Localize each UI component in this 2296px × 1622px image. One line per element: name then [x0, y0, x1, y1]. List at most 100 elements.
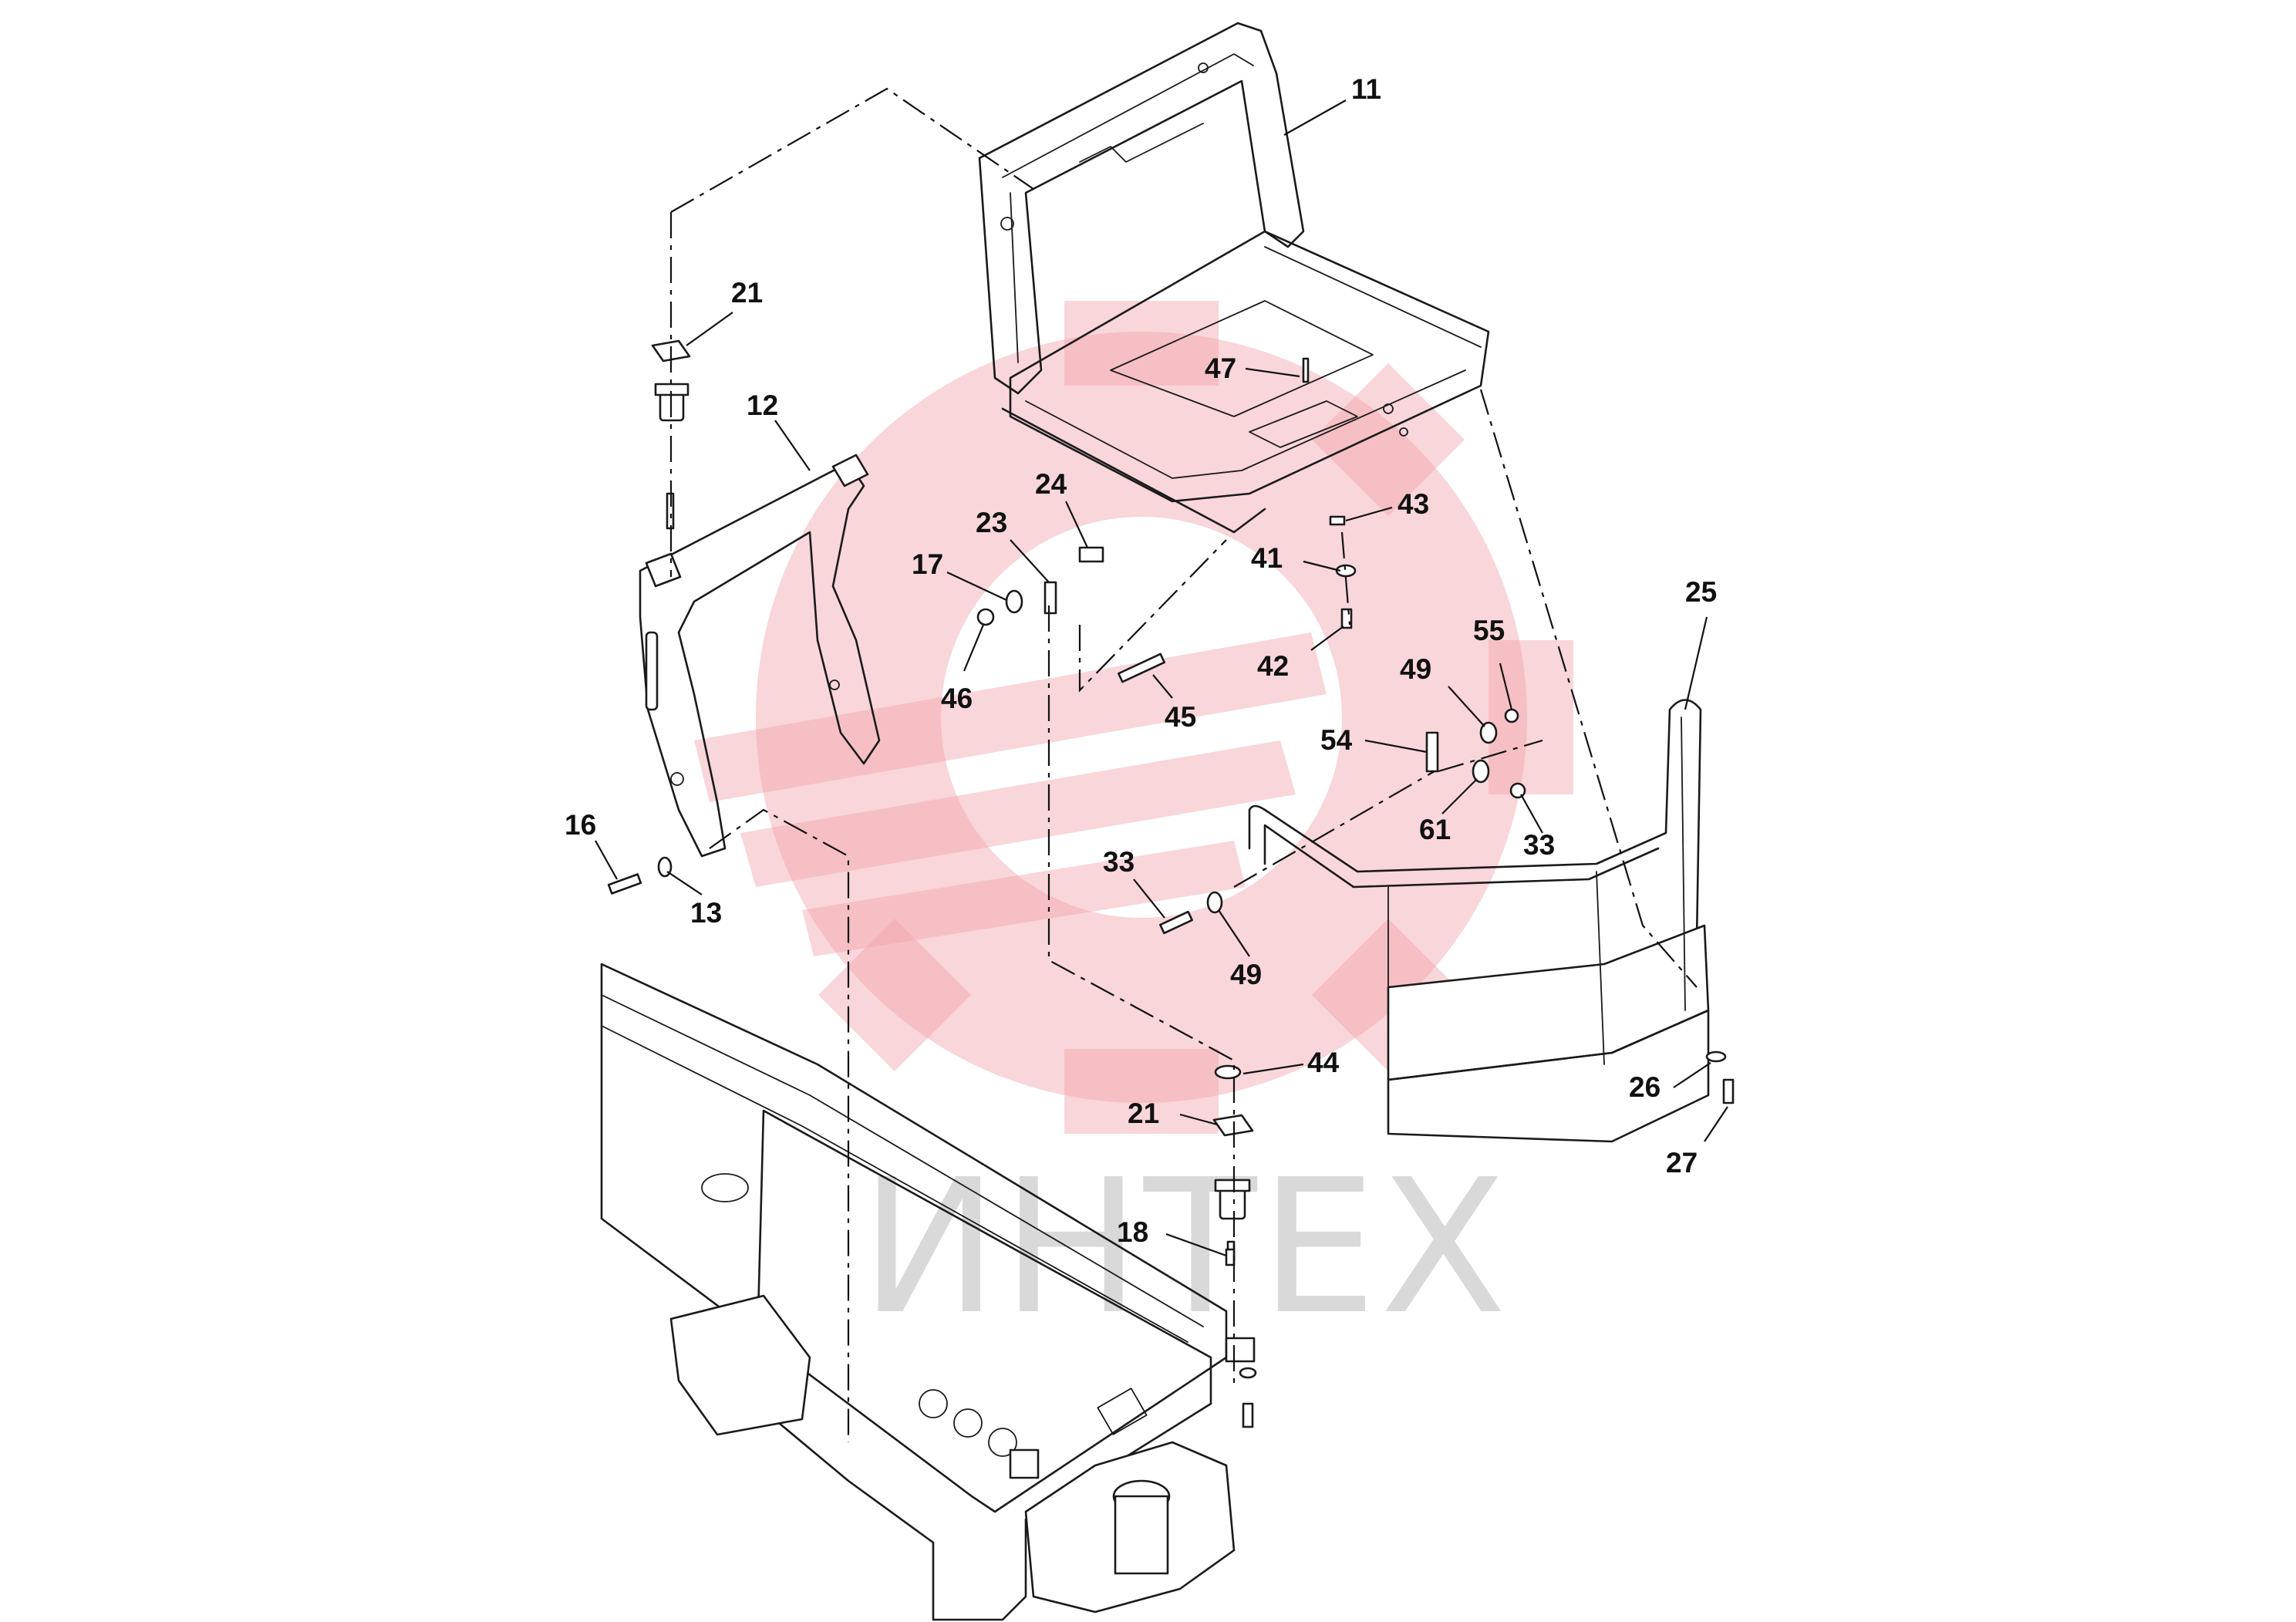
watermark-gear-tooth: [1064, 1049, 1219, 1134]
callout-16: 16: [565, 809, 596, 841]
washer-lower: [1239, 1367, 1257, 1379]
nut-46: [976, 608, 995, 626]
leader-24: [1065, 501, 1088, 548]
watermark-wrench-bar: [740, 740, 1296, 887]
callout-27: 27: [1666, 1147, 1698, 1179]
assembly-line: [709, 808, 850, 1442]
leader-23: [1010, 539, 1050, 583]
frame-arch-inner: [1010, 192, 1019, 363]
bolt-33: [1159, 910, 1193, 935]
leader-27: [1704, 1106, 1728, 1142]
watermark-gear-tooth: [1489, 640, 1573, 794]
callout-18: 18: [1117, 1216, 1148, 1248]
leader-49a: [1448, 686, 1485, 727]
chassis-hole: [988, 1428, 1017, 1457]
callout-47: 47: [1205, 352, 1236, 384]
chassis-side-plate: [754, 1109, 1212, 1621]
bolt-16: [607, 873, 642, 895]
assembly-line: [1233, 771, 1435, 888]
watermark-wrench-bar: [802, 841, 1246, 956]
watermark-gear-hole: [941, 517, 1342, 918]
callout-11: 11: [1351, 73, 1381, 105]
callouts: 11 21 12 47 43 41 42 24 23 17 46 45 49 5…: [565, 73, 1717, 1248]
callout-21: 21: [1128, 1098, 1159, 1129]
watermark-gear-tooth: [1064, 301, 1219, 386]
leader-17: [946, 572, 1007, 601]
bracket-main-arm: [639, 461, 881, 858]
washer-26: [1705, 1050, 1727, 1063]
assembly-line: [1438, 739, 1543, 773]
floor-pan-plate: [1110, 300, 1374, 417]
callout-33: 33: [1103, 846, 1135, 878]
callout-44: 44: [1307, 1047, 1340, 1078]
floor-pan-slot: [1249, 400, 1358, 448]
leader-33b: [1133, 878, 1165, 919]
leader-12: [774, 420, 811, 471]
frame-hole: [1399, 427, 1408, 437]
frame-cutout: [1079, 123, 1204, 163]
spacer-24: [1078, 546, 1104, 563]
isolator-cap: [1214, 1179, 1251, 1192]
assembly-lines: [669, 87, 1698, 1442]
chassis-slot: [1097, 1388, 1148, 1435]
leader-41: [1303, 560, 1341, 572]
watermark-gear-tooth: [818, 919, 971, 1071]
chassis-hole: [919, 1389, 948, 1418]
washer-17: [1005, 589, 1023, 614]
bracket-strut: [645, 631, 659, 711]
leader-49b: [1218, 909, 1250, 957]
leader-25: [1684, 616, 1708, 710]
watermark-text: ИНТЕХ: [860, 1139, 1510, 1355]
main-chassis-frame: [600, 963, 1256, 1621]
callout-42: 42: [1257, 650, 1289, 682]
leader-18: [1165, 1233, 1227, 1257]
assembly-line: [1340, 531, 1351, 626]
callout-33: 33: [1523, 829, 1555, 861]
callout-61: 61: [1419, 814, 1451, 845]
washer-61: [1472, 759, 1490, 784]
callout-54: 54: [1320, 724, 1353, 756]
watermark-wrench-bar: [694, 632, 1327, 802]
bracket-hole: [829, 679, 840, 690]
leader-13: [666, 871, 703, 895]
floor-pan: [1009, 230, 1490, 503]
leader-16: [595, 840, 618, 880]
chassis-rail-edge: [601, 994, 1204, 1327]
guard-rail-inner-loop: [1263, 824, 1660, 889]
chassis-mount-pad: [669, 1294, 811, 1436]
callout-23: 23: [976, 507, 1007, 538]
chassis-upper-rail: [600, 963, 1228, 1513]
isolator-body: [1219, 1186, 1246, 1220]
leader-44: [1242, 1063, 1304, 1075]
bolt-lower: [1242, 1402, 1254, 1428]
callout-49: 49: [1230, 959, 1262, 990]
leader-33a: [1520, 794, 1543, 834]
washer-49: [1479, 721, 1498, 744]
chassis-pivot-pin: [1114, 1495, 1169, 1575]
callout-12: 12: [747, 389, 778, 421]
guard-rail-post: [1681, 717, 1686, 1011]
floor-pan-edge: [1264, 246, 1482, 348]
leader-61: [1441, 778, 1478, 814]
chassis-isolator-mount: [1225, 1337, 1256, 1363]
callout-21: 21: [731, 277, 763, 309]
frame-hole: [1000, 217, 1014, 231]
bolt-33-head: [1509, 782, 1526, 799]
guard-rail-post: [1596, 871, 1605, 1065]
leader-26: [1673, 1062, 1711, 1088]
chassis-rail-edge: [601, 1025, 1188, 1343]
callout-13: 13: [690, 897, 722, 929]
leader-54: [1364, 739, 1428, 754]
nut-55: [1504, 708, 1519, 723]
bolt-18: [1225, 1248, 1236, 1266]
callout-45: 45: [1165, 701, 1196, 733]
frame-arch-inner: [1002, 53, 1254, 178]
assembly-line: [1078, 539, 1227, 693]
bolt-43: [1329, 515, 1346, 526]
callout-43: 43: [1397, 488, 1429, 520]
pin-23: [1043, 581, 1057, 615]
callout-17: 17: [912, 548, 943, 580]
floor-pan-edge: [1025, 369, 1466, 479]
callout-25: 25: [1685, 576, 1717, 608]
